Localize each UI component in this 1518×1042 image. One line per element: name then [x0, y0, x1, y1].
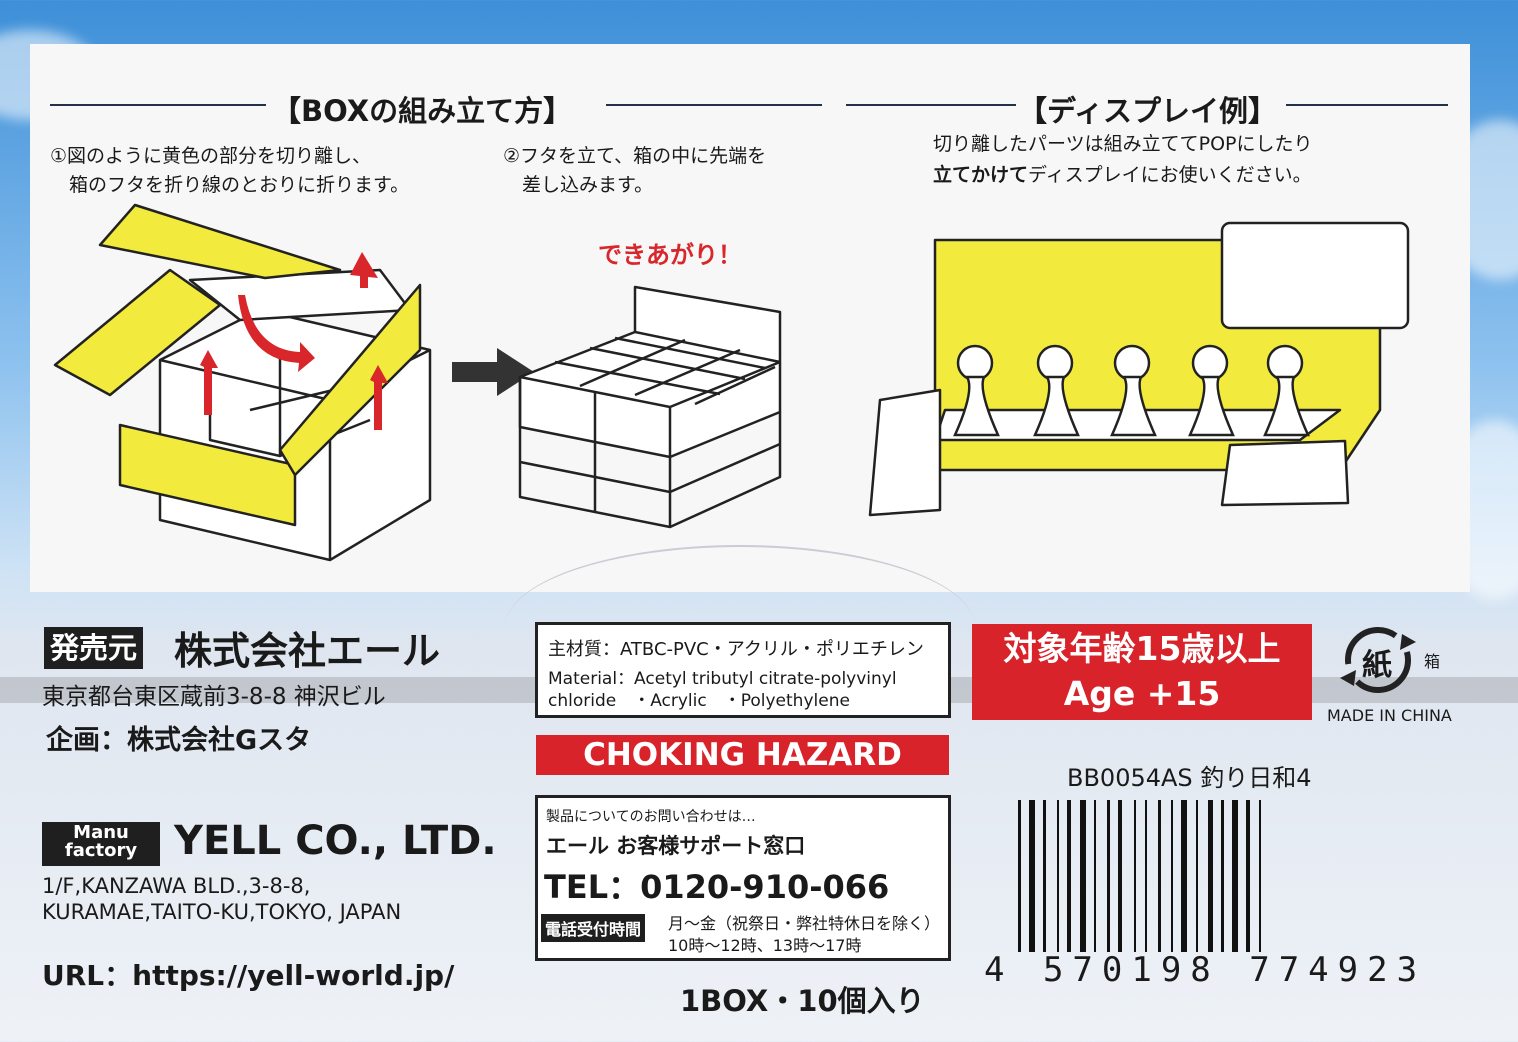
- seller-tag: 発売元: [44, 627, 144, 669]
- barcode-bar: [1196, 800, 1198, 952]
- website-url[interactable]: URL：https://yell-world.jp/: [42, 959, 455, 992]
- assembly-title: 【BOXの組み立て方】: [272, 94, 573, 128]
- display-desc-2: 立てかけてディスプレイにお使いください。: [933, 160, 1312, 187]
- barcode-bar: [1145, 800, 1147, 952]
- barcode-bar: [1232, 800, 1238, 952]
- age-en: Age +15: [1063, 674, 1221, 713]
- manufacturer-name: YELL CO., LTD.: [174, 818, 497, 864]
- barcode-bar: [1259, 800, 1261, 952]
- recycle-mark: 紙: [1362, 648, 1392, 683]
- display-desc-2-rest: ディスプレイにお使いください。: [1028, 164, 1312, 186]
- support-intro: 製品についてのお問い合わせは…: [546, 809, 756, 825]
- planning: 企画：株式会社Gスタ: [46, 725, 312, 756]
- support-tel: TEL：0120-910-066: [544, 868, 890, 906]
- display-example-diagram: [868, 221, 1410, 517]
- barcode-bar: [1067, 800, 1071, 952]
- support-hours-label: 電話受付時間: [541, 914, 646, 942]
- barcode-bar: [1043, 800, 1046, 952]
- manufacturer-tag: Manu factory: [42, 822, 160, 866]
- finished-box-diagram: [518, 285, 782, 529]
- manufacturer-address-1: 1/F,KANZAWA BLD.,3-8-8,: [42, 874, 311, 898]
- material-en-2: chloride ・Acrylic ・Polyethylene: [548, 691, 850, 711]
- barcode-bar: [1208, 800, 1213, 952]
- title-rule: [846, 104, 1016, 106]
- manufacturer-tag-line1: Manu: [73, 822, 129, 843]
- material-jp: 主材質：ATBC-PVC・アクリル・ポリエチレン: [548, 639, 924, 660]
- seller-name: 株式会社エール: [174, 629, 441, 673]
- product-code: BB0054AS 釣り日和4: [1067, 764, 1312, 792]
- material-box: [535, 622, 951, 718]
- recycle-paper-icon: [1340, 627, 1416, 693]
- assembly-step-1: ①図のように黄色の部分を切り離し、 箱のフタを折り線のとおりに折ります。: [50, 145, 410, 196]
- open-box-diagram: [53, 203, 432, 562]
- barcode-bar: [1018, 800, 1021, 952]
- title-rule: [1286, 104, 1448, 106]
- arrow-right-icon: [452, 348, 534, 396]
- age-jp: 対象年齢15歳以上: [1003, 629, 1281, 668]
- barcode-bar: [1246, 800, 1250, 952]
- manufacturer-address-2: KURAMAE,TAITO-KU,TOKYO, JAPAN: [42, 900, 402, 924]
- barcode-number: 4 570198 774923: [984, 950, 1427, 990]
- display-desc-1: 切り離したパーツは組み立ててPOPにしたり: [933, 133, 1313, 155]
- barcode-bar: [1029, 800, 1035, 952]
- barcode-bar: [1158, 800, 1161, 952]
- done-label: できあがり！: [598, 241, 742, 269]
- age-badge: 対象年齢15歳以上 Age +15: [972, 624, 1312, 720]
- seller-address: 東京都台東区蔵前3-8-8 神沢ビル: [42, 684, 386, 710]
- recycle-label: 箱: [1424, 652, 1441, 671]
- barcode-bar: [1171, 800, 1173, 952]
- display-desc-2-bold: 立てかけて: [933, 164, 1029, 186]
- manufacturer-tag-line2: factory: [64, 840, 138, 861]
- barcode: [1018, 800, 1428, 952]
- barcode-bar: [1118, 800, 1122, 952]
- support-hours-1: 月～金（祝祭日・弊社特休日を除く）: [668, 914, 941, 933]
- barcode-bar: [1080, 800, 1086, 952]
- barcode-bar: [1107, 800, 1110, 952]
- choking-hazard-warning: CHOKING HAZARD: [536, 735, 949, 775]
- barcode-bar: [1181, 800, 1187, 952]
- quantity: 1BOX・10個入り: [680, 984, 925, 1018]
- origin: MADE IN CHINA: [1327, 706, 1452, 725]
- assembly-step-2: ②フタを立て、箱の中に先端を 差し込みます。: [503, 145, 767, 196]
- hang-tab-notch: [505, 545, 975, 627]
- display-title: 【ディスプレイ例】: [1018, 94, 1277, 128]
- barcode-bar: [1221, 800, 1224, 952]
- support-hours-2: 10時～12時、13時～17時: [668, 936, 862, 955]
- title-rule: [50, 104, 266, 106]
- barcode-bar: [1094, 800, 1096, 952]
- barcode-bar: [1134, 800, 1136, 952]
- support-name: エール お客様サポート窓口: [546, 834, 806, 858]
- material-en-1: Material：Acetyl tributyl citrate-polyvin…: [548, 669, 897, 689]
- barcode-bar: [1057, 800, 1059, 952]
- title-rule: [606, 104, 822, 106]
